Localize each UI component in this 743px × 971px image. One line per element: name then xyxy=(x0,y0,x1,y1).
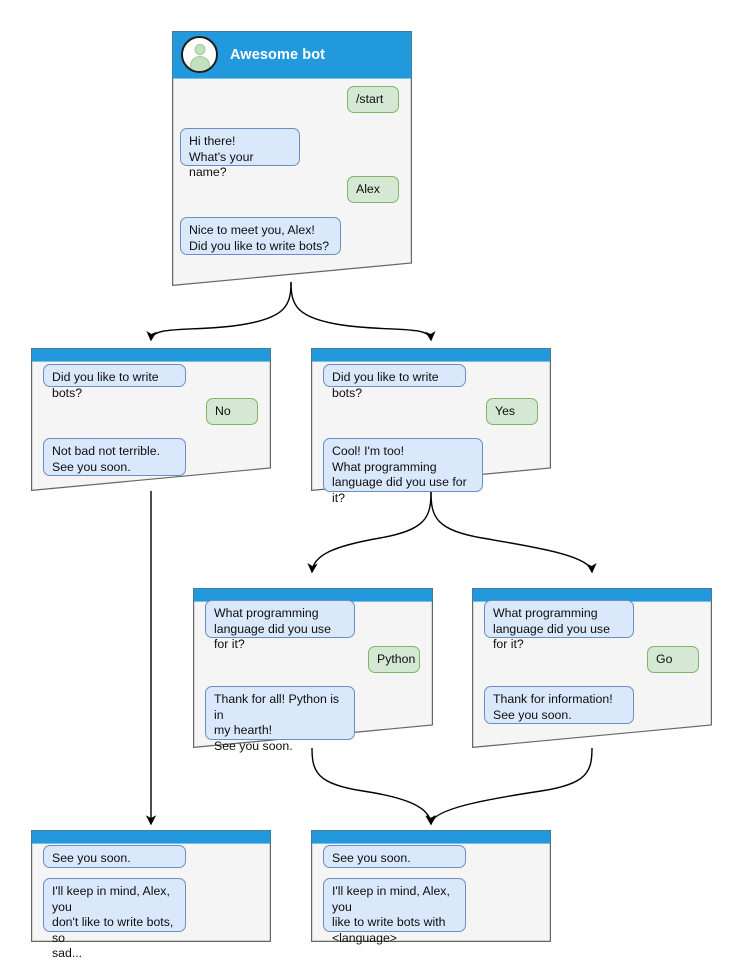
go-branch-window[interactable]: What programming language did you use fo… xyxy=(472,588,712,748)
edge-start-to-no xyxy=(146,281,292,342)
message-bubble-user: Python xyxy=(368,646,420,673)
message-bubble-bot: See you soon. xyxy=(43,845,186,868)
message-bubble-bot: Nice to meet you, Alex! Did you like to … xyxy=(180,217,341,255)
message-bubble-bot: Hi there! What's your name? xyxy=(180,128,300,179)
message-list: See you soon. I'll keep in mind, Alex, y… xyxy=(31,845,271,960)
message-bubble-bot: Thank for all! Python is in my hearth! S… xyxy=(205,686,355,753)
message-bubble-bot: What programming language did you use fo… xyxy=(484,600,634,651)
message-bubble-bot: Not bad not terrible. See you soon. xyxy=(43,438,186,476)
message-bubble-user: Alex xyxy=(347,176,399,203)
edge-start-to-yes xyxy=(290,281,436,342)
end-sad-window[interactable]: See you soon. I'll keep in mind, Alex, y… xyxy=(31,830,271,960)
end-happy-window[interactable]: See you soon. I'll keep in mind, Alex, y… xyxy=(311,830,551,945)
no-branch-window[interactable]: Did you like to write bots? No Not bad n… xyxy=(31,348,271,491)
message-list: See you soon. I'll keep in mind, Alex, y… xyxy=(311,845,551,945)
message-list: Did you like to write bots? No Not bad n… xyxy=(31,364,271,476)
message-bubble-bot: See you soon. xyxy=(323,845,466,868)
message-bubble-user: Yes xyxy=(486,398,538,425)
message-bubble-bot: Cool! I'm too! What programming language… xyxy=(323,438,483,505)
message-list: What programming language did you use fo… xyxy=(193,600,433,753)
message-bubble-user: /start xyxy=(347,86,399,113)
window-header-bar xyxy=(31,348,271,364)
message-bubble-bot: Did you like to write bots? xyxy=(323,364,466,400)
message-list: Did you like to write bots? Yes Cool! I'… xyxy=(311,364,551,505)
message-bubble-user: Go xyxy=(647,646,699,673)
message-bubble-bot: I'll keep in mind, Alex, you don't like … xyxy=(43,878,186,960)
window-header-bar xyxy=(31,830,271,846)
message-bubble-bot: Thank for information! See you soon. xyxy=(484,686,634,724)
yes-branch-window[interactable]: Did you like to write bots? Yes Cool! I'… xyxy=(311,348,551,505)
message-bubble-bot: What programming language did you use fo… xyxy=(205,600,355,651)
window-header-bar xyxy=(311,830,551,846)
bot-name-label: Awesome bot xyxy=(230,46,326,63)
edge-yes-to-go xyxy=(430,491,597,574)
message-bubble-bot: Did you like to write bots? xyxy=(43,364,186,400)
message-bubble-bot: I'll keep in mind, Alex, you like to wri… xyxy=(323,878,466,945)
window-header-bar xyxy=(311,348,551,364)
edge-yes-to-python xyxy=(307,491,432,574)
message-list: What programming language did you use fo… xyxy=(472,600,712,724)
start-window[interactable]: Awesome bot /start Hi there! What's your… xyxy=(172,31,412,286)
message-bubble-user: No xyxy=(206,398,258,425)
message-list: /start Hi there! What's your name? Alex … xyxy=(172,78,412,255)
window-header-bar: Awesome bot xyxy=(172,31,412,78)
edge-go-to-end-happy xyxy=(426,747,593,826)
python-branch-window[interactable]: What programming language did you use fo… xyxy=(193,588,433,753)
person-avatar-icon xyxy=(181,36,218,73)
edge-python-to-end-happy xyxy=(311,747,436,826)
